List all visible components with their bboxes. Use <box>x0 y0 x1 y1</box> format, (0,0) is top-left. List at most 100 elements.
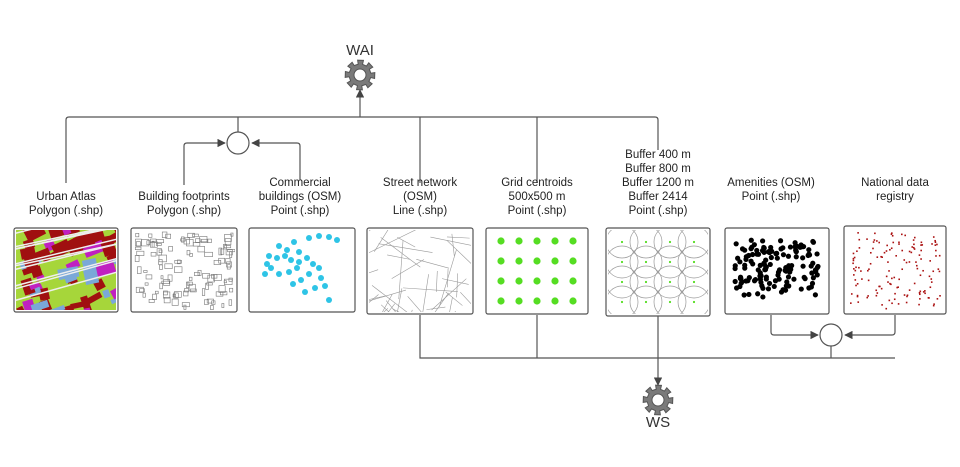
street-line <box>392 308 400 312</box>
street-line <box>422 274 429 312</box>
buffer-center <box>692 280 696 284</box>
building-shape <box>197 246 205 253</box>
buffer-center <box>620 300 624 304</box>
building-shape <box>156 239 164 243</box>
commercial-point <box>286 269 292 275</box>
label-line: buildings (OSM) <box>258 191 342 203</box>
registry-point <box>932 304 935 307</box>
building-shape <box>139 288 145 293</box>
registry-point <box>913 236 916 239</box>
registry-point <box>934 241 937 244</box>
registry-point <box>919 293 921 296</box>
building-shape <box>155 290 159 295</box>
building-shape <box>148 233 153 238</box>
gear-icon <box>344 59 376 91</box>
building-shape <box>228 299 233 306</box>
registry-point <box>889 248 891 251</box>
label-line: Grid centroids <box>501 177 573 189</box>
registry-point <box>866 296 869 299</box>
thumb-building-footprints <box>130 227 238 313</box>
building-shape <box>163 279 171 286</box>
street-line <box>378 243 433 253</box>
building-shape <box>141 239 150 247</box>
street-line <box>430 236 471 246</box>
amenity-point <box>800 263 806 269</box>
registry-point <box>888 299 891 302</box>
street-line <box>431 278 467 311</box>
street-line <box>397 288 403 312</box>
amenity-point <box>760 285 766 291</box>
commercial-point <box>291 239 297 245</box>
ua-patch <box>50 304 66 310</box>
merge-node-top <box>226 131 250 155</box>
registry-point <box>922 269 924 272</box>
label-line: Commercial <box>269 177 331 189</box>
amenity-point <box>773 251 779 257</box>
buffer-center <box>620 260 624 264</box>
building-shape <box>151 240 155 248</box>
commercial-point <box>298 277 304 283</box>
amenity-point <box>748 246 754 252</box>
ua-patch <box>117 263 131 272</box>
label-line: (OSM) <box>403 191 437 203</box>
registry-point <box>858 266 860 269</box>
registry-point <box>929 286 932 289</box>
amenity-point <box>787 244 794 250</box>
ua-patch <box>110 294 116 305</box>
registry-point <box>921 244 924 246</box>
amenity-point <box>785 253 792 259</box>
building-shape <box>136 250 145 256</box>
label-line: Point (.shp) <box>507 205 567 217</box>
building-shape <box>155 243 162 246</box>
ua-road <box>16 257 116 287</box>
label-line: Polygon (.shp) <box>146 205 222 217</box>
building-shape <box>148 299 155 303</box>
registry-point <box>900 233 903 236</box>
building-shape <box>206 282 213 286</box>
thumb-urban-atlas <box>13 227 131 313</box>
ua-road <box>16 243 116 270</box>
buffer-center <box>668 300 672 304</box>
registry-point <box>935 249 937 252</box>
building-shape <box>183 304 187 310</box>
label-amenities: Amenities (OSM)Point (.shp) <box>727 176 815 204</box>
building-shape <box>135 233 140 238</box>
grid-point <box>533 237 541 245</box>
registry-point <box>906 294 909 297</box>
street-line <box>391 313 397 370</box>
building-shape <box>220 291 228 296</box>
registry-point <box>856 294 859 297</box>
building-shape <box>205 282 209 290</box>
ua-road <box>16 259 116 290</box>
building-shape <box>204 251 213 257</box>
registry-point <box>885 250 888 252</box>
registry-point <box>887 261 889 263</box>
amenity-point <box>810 238 816 245</box>
buffer-center <box>644 240 648 244</box>
commercial-point <box>296 259 302 265</box>
building-shape <box>158 249 163 253</box>
amenity-point <box>808 263 814 269</box>
thumb-frame <box>485 227 589 315</box>
building-shape <box>210 305 214 310</box>
grid-point <box>533 257 541 265</box>
amenity-point <box>800 255 806 261</box>
amenity-point <box>743 278 749 284</box>
building-shape <box>195 238 201 243</box>
grid-point <box>497 277 505 285</box>
amenity-point <box>805 252 811 259</box>
connectors-upper <box>65 89 659 185</box>
merge-node-bottom <box>819 323 843 347</box>
registry-point <box>858 238 861 241</box>
amenity-point <box>814 251 820 257</box>
buffer-ring <box>608 245 639 279</box>
registry-point <box>875 294 878 297</box>
grid-point <box>533 297 541 305</box>
registry-point <box>938 270 941 273</box>
registry-point <box>869 251 872 254</box>
building-shape <box>193 242 201 247</box>
building-shape <box>194 271 200 276</box>
amenity-point <box>746 291 752 298</box>
commercial-point <box>290 281 296 287</box>
